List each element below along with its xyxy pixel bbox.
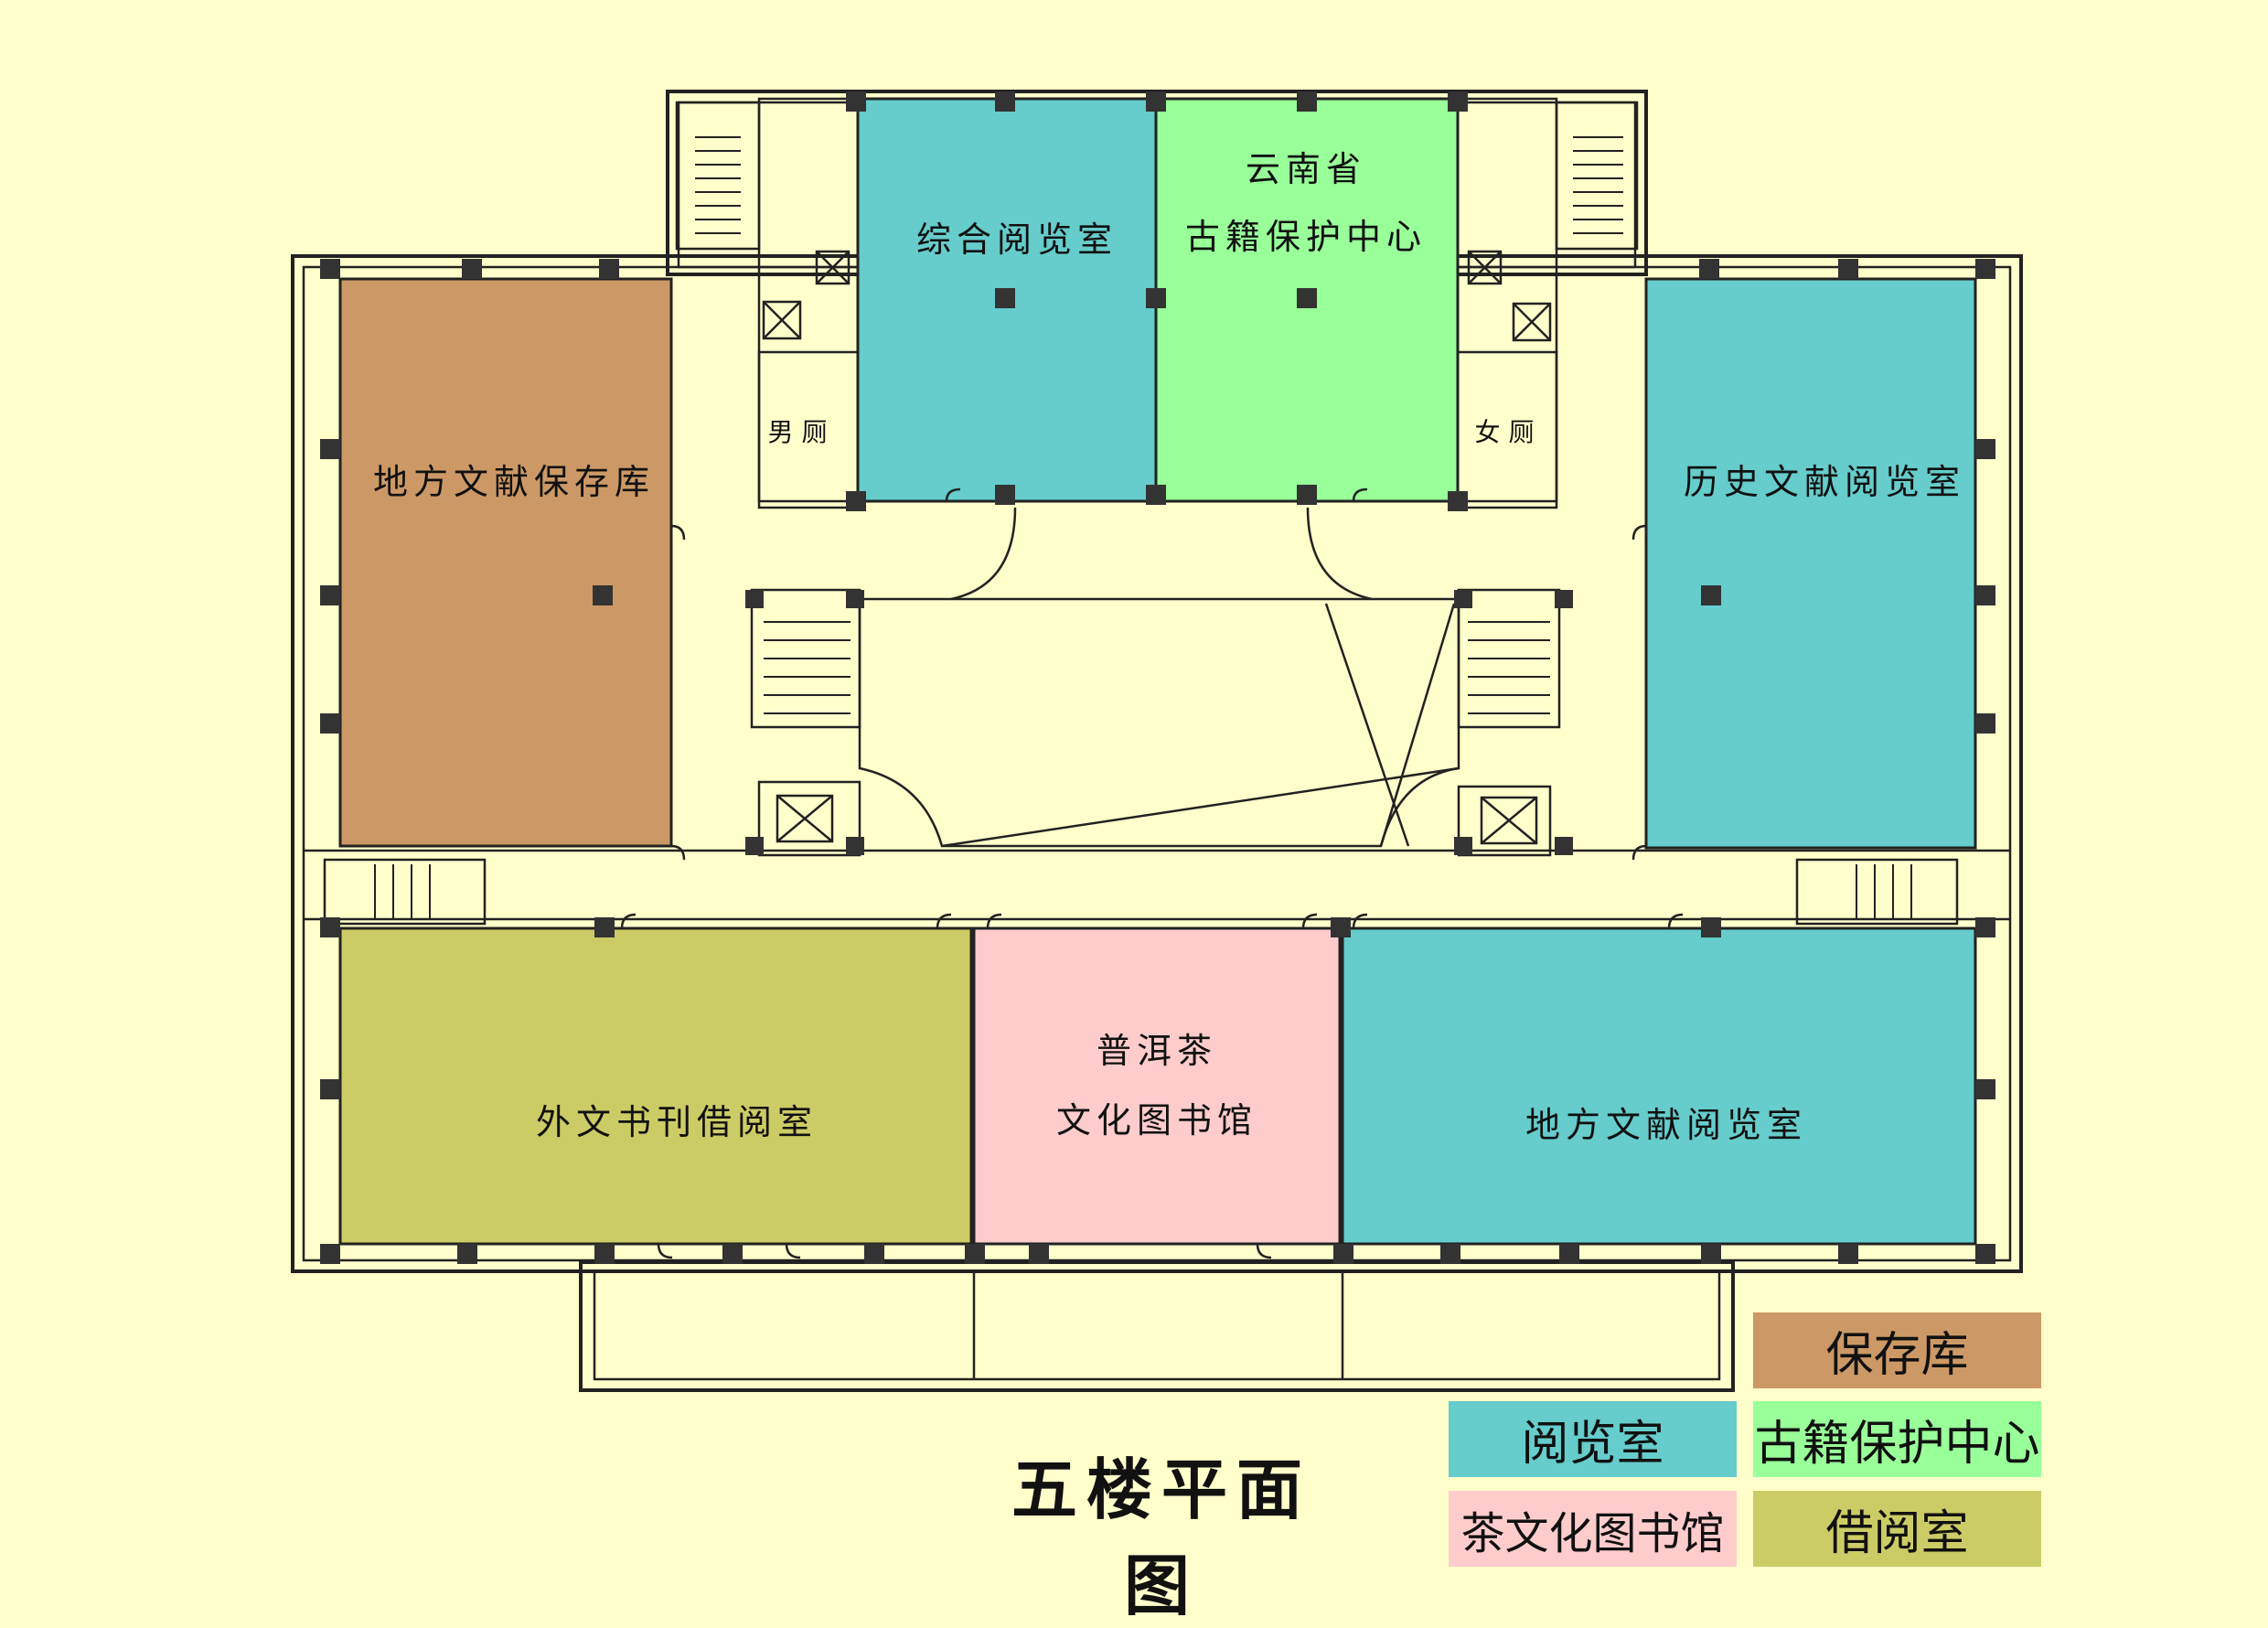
room-history-reading — [1644, 277, 1977, 850]
stairs — [374, 136, 1912, 919]
label-tea-line1: 普洱茶 — [1097, 1031, 1217, 1071]
room-tea-library — [972, 926, 1342, 1246]
label-general-reading: 综合阅览室 — [916, 220, 1118, 260]
room-local-reading — [1341, 926, 1977, 1246]
label-history-reading: 历史文献阅览室 — [1684, 462, 1965, 502]
doors — [620, 487, 1684, 1259]
plan-title: 五楼平面图 — [1011, 1451, 1311, 1624]
elevators — [762, 250, 1552, 845]
legend-storage: 保存库 — [1753, 1312, 2041, 1388]
label-men-toilet: 男 厕 — [768, 417, 828, 447]
label-foreign-lending: 外文书刊借阅室 — [536, 1102, 818, 1142]
label-local-storage: 地方文献保存库 — [373, 462, 655, 502]
atrium — [858, 507, 1460, 848]
structural-columns — [320, 91, 1995, 1264]
label-tea-line2: 文化图书馆 — [1056, 1100, 1257, 1141]
label-ancient-line2: 古籍保护中心 — [1185, 217, 1427, 257]
label-ancient-line1: 云南省 — [1246, 149, 1366, 189]
room-foreign-lending — [338, 926, 973, 1246]
label-women-toilet: 女 厕 — [1475, 417, 1535, 447]
legend-ancient: 古籍保护中心 — [1753, 1401, 2041, 1477]
legend-tea: 茶文化图书馆 — [1449, 1491, 1737, 1567]
label-local-reading: 地方文献阅览室 — [1525, 1105, 1807, 1145]
legend-reading: 阅览室 — [1449, 1401, 1737, 1477]
legend-lending: 借阅室 — [1753, 1491, 2041, 1567]
room-local-storage — [338, 277, 673, 848]
service-cores — [323, 97, 1959, 926]
